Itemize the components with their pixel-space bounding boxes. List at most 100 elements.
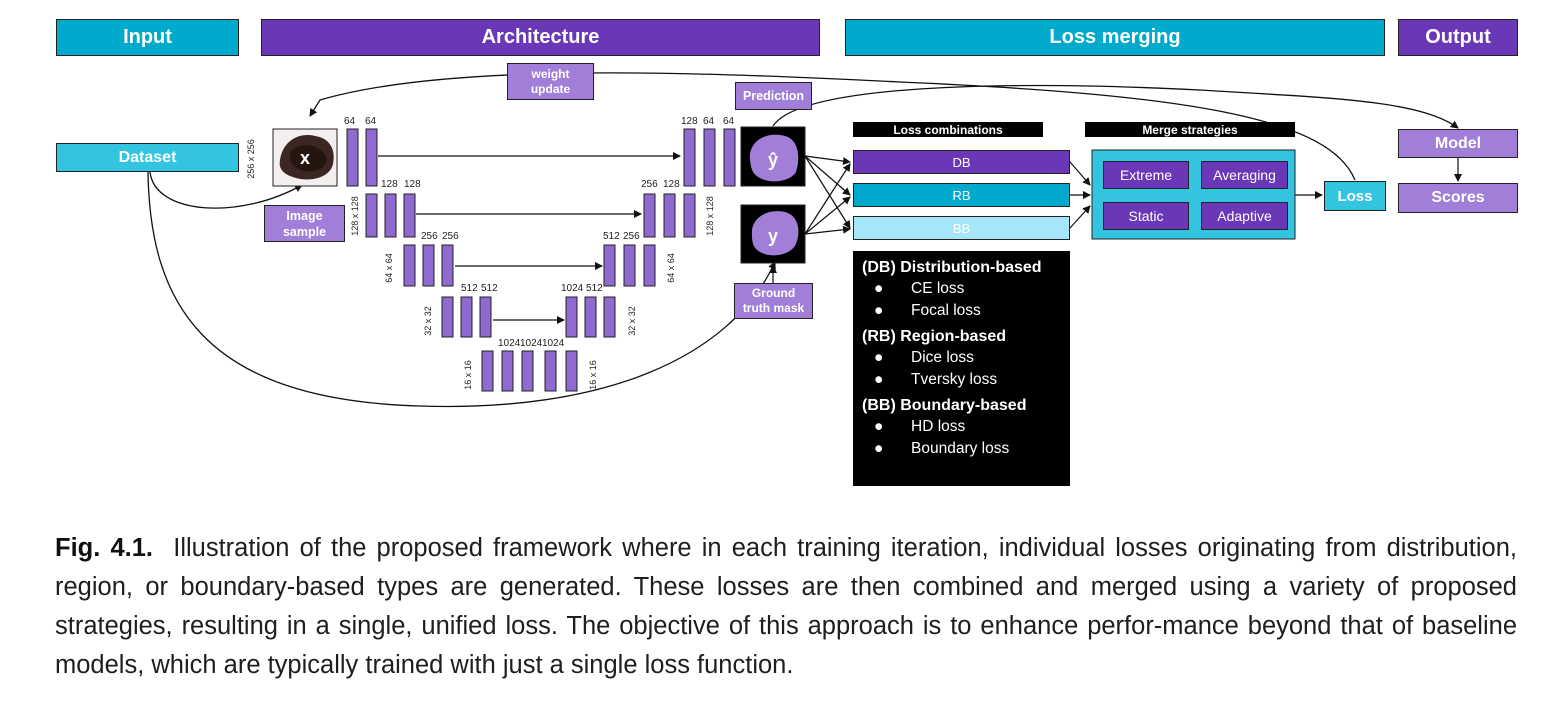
unet-block [723,128,736,187]
resolution-label: 64 x 64 [384,253,394,283]
unet-block [384,193,397,238]
unet-block [603,296,616,338]
bullet-icon: ● [874,280,884,297]
channel-label: 1024 [498,338,521,349]
resolution-label: 16 x 16 [588,360,598,390]
legend-item: Tversky loss [911,371,998,388]
legend-title-rb: Region-based [900,328,1007,345]
legend-item: HD loss [911,418,966,435]
header-architecture: Architecture [261,19,820,56]
unet-block [565,350,578,392]
channel-label: 512 [481,283,498,294]
unet-block [403,244,416,287]
prediction-symbol: ŷ [767,149,778,170]
resolution-label: 256 x 256 [246,139,256,179]
bullet-icon: ● [874,440,884,457]
arrow-bb-merge [1069,205,1091,229]
channel-label: 1024 [520,338,543,349]
bullet-icon: ● [874,302,884,319]
channel-label: 256 [442,231,459,242]
unet-block [521,350,534,392]
resolution-label: 128 x 128 [705,196,715,236]
legend-abbr-bb: (BB) [862,397,896,414]
bullet-icon: ● [874,349,884,366]
unet-block [346,128,359,187]
legend-item: CE loss [911,280,965,297]
scores-node: Scores [1398,183,1518,213]
unet-block [501,350,514,392]
image-symbol: x [299,147,310,168]
arrow-gt-db [804,163,851,235]
prediction-to-model-curve [772,84,1459,129]
channel-label: 1024 [542,338,565,349]
unet-block [460,296,473,338]
unet-block [683,128,696,187]
unet-block [441,244,454,287]
channel-label: 64 [723,116,735,127]
arrow-gt-bb [804,225,851,235]
unet-block [565,296,578,338]
bullet-icon: ● [874,418,884,435]
unet-block [403,193,416,238]
merge-static: Static [1103,202,1189,230]
weight-update-label: weight update [507,63,594,100]
unet-block [422,244,435,287]
channel-label: 64 [365,116,377,127]
figure-caption: Fig. 4.1. Illustration of the proposed f… [55,529,1517,685]
arrow-db-merge [1069,161,1091,186]
unet-block [365,128,378,187]
unet-block [663,193,676,238]
channel-label: 256 [641,179,658,190]
dataset-to-image-curve [149,171,303,209]
framework-diagram [147,72,1462,408]
channel-label: 1024 [561,283,584,294]
arrow-pred-rb [804,155,851,196]
merge-adaptive: Adaptive [1201,202,1288,230]
legend-abbr-rb: (RB) [862,328,896,345]
dataset-to-gt-curve [147,171,776,408]
resolution-label: 32 x 32 [627,306,637,336]
lesion-core [290,145,327,172]
channel-label: 128 [404,179,421,190]
unet-block [481,350,494,392]
channel-label: 512 [461,283,478,294]
unet-block [544,350,557,392]
gt-mask-shape [751,211,799,256]
channel-label: 256 [421,231,438,242]
caption-text: Illustration of the proposed framework w… [55,534,1517,679]
unet-block [365,193,378,238]
arrow-pred-bb [804,155,851,229]
arrow-gt-rb [804,196,851,235]
unet-block [643,193,656,238]
legend-title-db: Distribution-based [900,259,1042,276]
unet-block [623,244,636,287]
gt-symbol: y [767,225,778,246]
image-sample-label: Image sample [264,205,345,242]
channel-label: 128 [681,116,698,127]
loss-node: Loss [1324,181,1386,211]
loss-types-legend: (DB) Distribution-based ● CE loss ● Focal … [853,251,1070,486]
channel-label: 64 [703,116,715,127]
dataset-node: Dataset [56,143,239,172]
unet-block [643,244,656,287]
unet-block [603,244,616,287]
unet-block [479,296,492,338]
legend-item: Dice loss [911,349,974,366]
loss-combo-bb: BB [853,216,1070,240]
unet-block [441,296,454,338]
loss-combinations-title: Loss combinations [853,122,1043,137]
merge-extreme: Extreme [1103,161,1189,189]
unet-block [584,296,597,338]
arrow-pred-db [804,155,851,166]
unet-block [683,193,696,238]
bullet-icon: ● [874,371,884,388]
legend-item: Focal loss [911,302,981,319]
legend-abbr-db: (DB) [862,259,896,276]
resolution-label: 32 x 32 [423,306,433,336]
loss-combo-db: DB [853,150,1070,174]
prediction-mask-shape [749,134,799,182]
channel-label: 512 [603,231,620,242]
resolution-label: 64 x 64 [666,253,676,283]
channel-label: 128 [663,179,680,190]
resolution-label: 16 x 16 [463,360,473,390]
